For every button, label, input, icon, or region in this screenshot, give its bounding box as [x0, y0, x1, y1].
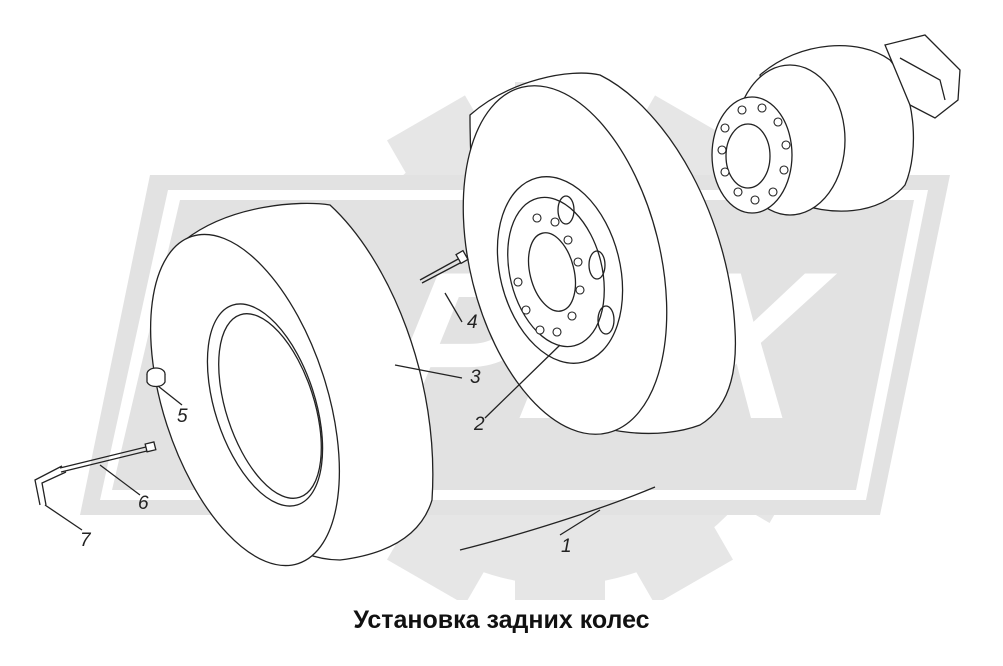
- callout-5: 5: [177, 406, 188, 427]
- tire-outer: [149, 202, 434, 567]
- callout-4: 4: [467, 312, 478, 333]
- wheel-hub: [711, 34, 961, 216]
- callout-6: 6: [138, 493, 149, 514]
- disk-wheel: [462, 72, 737, 435]
- callout-3: 3: [470, 367, 481, 388]
- callout-1: 1: [561, 536, 572, 557]
- valve-extension: [59, 441, 157, 473]
- leader-lines: [44, 292, 601, 536]
- diagram-caption: Установка задних колес: [353, 606, 650, 634]
- valve: [419, 249, 469, 284]
- callout-7: 7: [80, 530, 91, 551]
- valve-cap: [146, 367, 166, 388]
- callout-2: 2: [474, 414, 485, 435]
- rear-wheel-assembly-diagram: OPEX: [34, 34, 961, 600]
- ground-line: [459, 486, 656, 551]
- bracket: [34, 465, 67, 506]
